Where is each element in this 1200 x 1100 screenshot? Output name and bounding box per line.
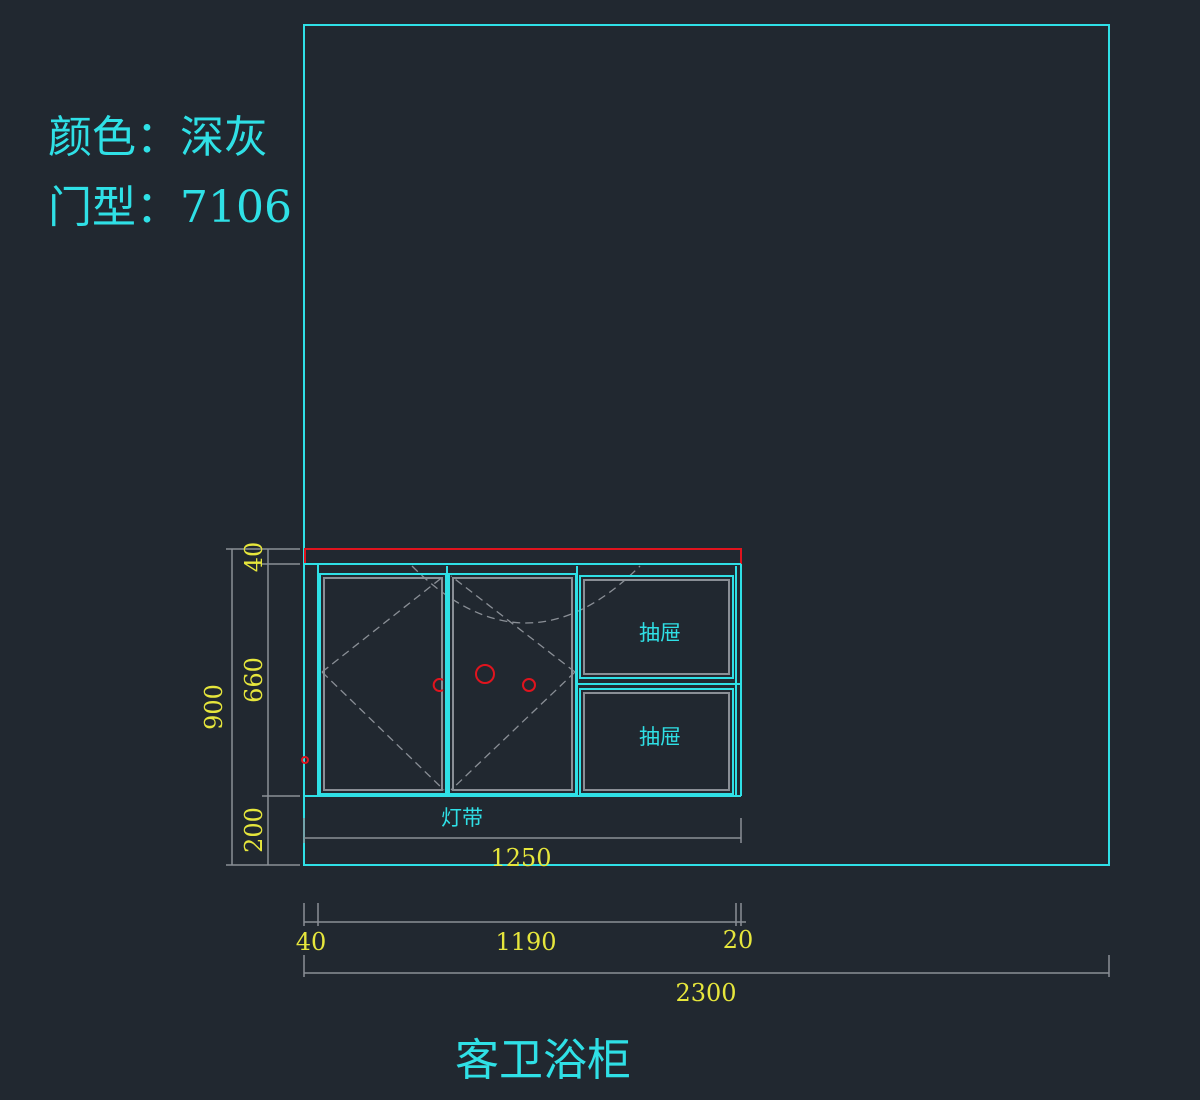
dim-countertop: 40: [240, 542, 268, 573]
dim-total-height: 900: [200, 684, 228, 730]
cabinet-body: [304, 563, 742, 797]
left-door: [319, 573, 447, 795]
dim-cabinet-height: 660: [240, 657, 268, 703]
dim-door-span: 1190: [495, 928, 556, 956]
color-spec: 颜色：深灰: [48, 112, 268, 163]
dimension-lines: [226, 548, 1110, 977]
dim-bottom-gap: 200: [240, 807, 268, 853]
dim-cabinet-width: 1250: [490, 844, 551, 872]
light-strip-label: 灯带: [441, 806, 483, 830]
plumbing-holes: [301, 664, 536, 764]
countertop: [304, 548, 742, 565]
dim-left-panel: 40: [296, 928, 327, 956]
drawer-top: [579, 575, 734, 679]
dim-right-panel: 20: [723, 926, 754, 954]
drawer-top-label: 抽屉: [639, 621, 681, 645]
right-door: [448, 573, 577, 795]
drawer-bottom: [579, 688, 734, 795]
wall-outline: [303, 24, 1110, 866]
dim-wall-width: 2300: [675, 979, 736, 1007]
drawer-bottom-label: 抽屉: [639, 725, 681, 749]
drawing-title: 客卫浴柜: [455, 1035, 631, 1086]
door-model-spec: 门型：7106: [48, 182, 292, 233]
